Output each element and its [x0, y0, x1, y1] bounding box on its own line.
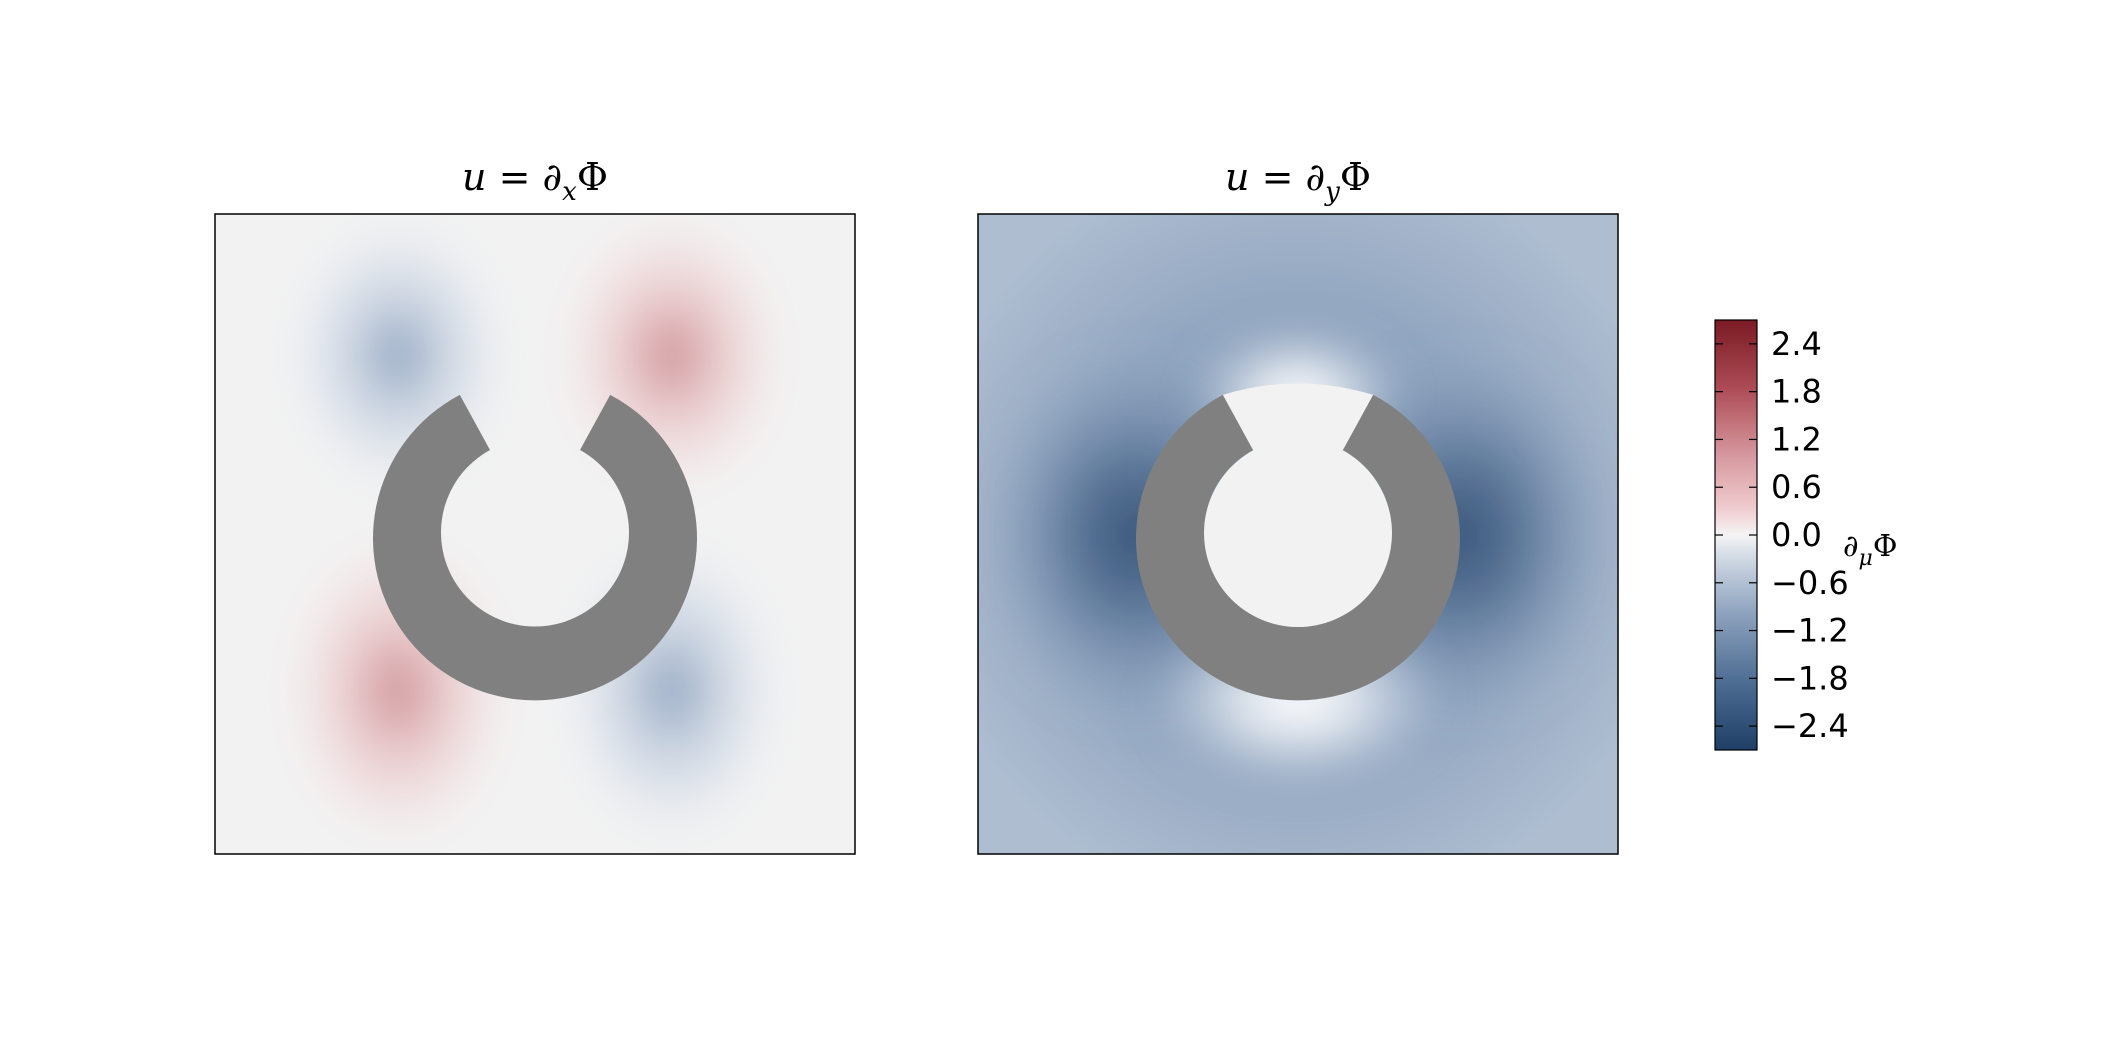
- ring-obstacle-2: [1136, 394, 1461, 701]
- panel-2-frame: [977, 213, 1619, 855]
- colorbar-tick-label: −0.6: [1771, 564, 1849, 602]
- panel-1-frame: [214, 213, 856, 855]
- panel-dx-heatmap: u = ∂xΦ: [214, 155, 856, 855]
- ring-hole-2: [1204, 439, 1392, 627]
- colorbar: 2.4 1.8 1.2 0.6 0.0 −0.6 −1.2 −1.8 −2.4 ∂μΦ: [1714, 319, 1897, 751]
- ring-obstacle: [372, 394, 697, 701]
- slot-region: [1222, 383, 1374, 450]
- panel-2-title: u = ∂yΦ: [1225, 155, 1371, 207]
- colorbar-tick-label: −1.8: [1771, 659, 1849, 697]
- colorbar-tick-label: 0.6: [1771, 468, 1822, 506]
- colorbar-tick-label: 1.8: [1771, 373, 1822, 411]
- colorbar-tick-label: 2.4: [1771, 325, 1822, 363]
- colorbar-label: ∂μΦ: [1843, 529, 1897, 571]
- colorbar-tick-label: −1.2: [1771, 612, 1849, 650]
- colorbar-ticks: 2.4 1.8 1.2 0.6 0.0 −0.6 −1.2 −1.8 −2.4: [1715, 325, 1849, 745]
- panel-1-title: u = ∂xΦ: [462, 155, 608, 207]
- colorbar-tick-label: −2.4: [1771, 707, 1849, 745]
- panel-dy-heatmap: u = ∂yΦ: [977, 155, 1619, 855]
- colorbar-tick-label: 0.0: [1771, 516, 1822, 554]
- colorbar-tick-label: 1.2: [1771, 420, 1822, 458]
